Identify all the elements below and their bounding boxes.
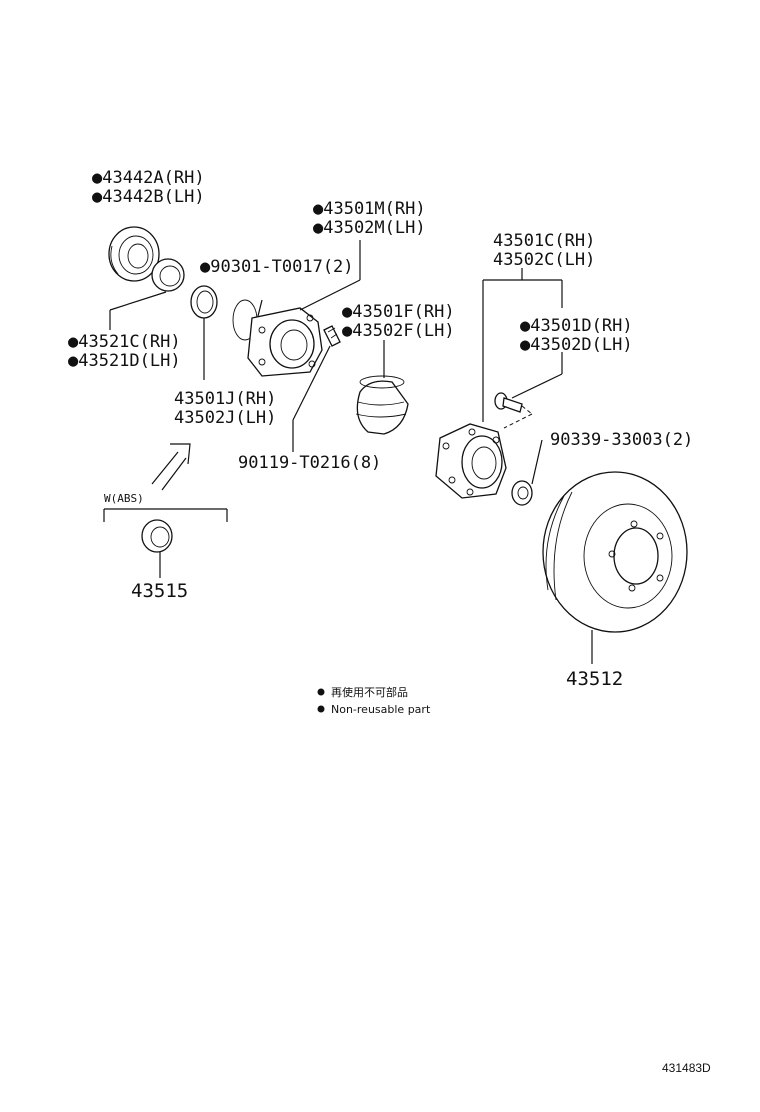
snap-ring-part[interactable] [190,285,218,319]
leader-lines [103,240,593,664]
legend-bullet-icon [317,688,325,696]
label-hub-bearing-rh[interactable]: ●43501M(RH) [313,199,426,219]
nut-part[interactable] [511,480,533,506]
label-bolt[interactable]: 90119-T0216(8) [238,453,381,473]
axle-hub-part[interactable] [435,423,507,499]
inner-seal-part[interactable] [151,258,185,292]
label-cap-rh[interactable]: ●43501F(RH) [342,302,455,322]
label-axle-hub-lh[interactable]: 43502C(LH) [493,250,595,270]
label-hub-bolt-rh[interactable]: ●43501D(RH) [520,316,633,336]
grease-cap-part[interactable] [355,375,409,435]
abs-rotor-part[interactable] [141,519,173,553]
label-hub-bearing-lh[interactable]: ●43502M(LH) [313,218,426,238]
legend: 再使用不可部品 Non-reusable part [317,685,431,716]
bolt-part[interactable] [323,325,341,347]
label-hub-bolt-lh[interactable]: ●43502D(LH) [520,335,633,355]
label-hub-lh[interactable]: 43502J(LH) [174,408,276,428]
legend-bullet-icon [317,705,325,713]
label-inner-seal-lh[interactable]: ●43521D(LH) [68,351,181,371]
label-cap-lh[interactable]: ●43502F(LH) [342,321,455,341]
direction-arrow [151,443,191,491]
label-o-ring[interactable]: ●90301-T0017(2) [200,257,354,277]
label-abs-group: W(ABS) [104,492,144,505]
label-inner-seal-rh[interactable]: ●43521C(RH) [68,332,181,352]
label-seal-lh[interactable]: ●43442B(LH) [92,187,205,207]
disc-rotor-part[interactable] [542,471,688,633]
label-hub-rh[interactable]: 43501J(RH) [174,389,276,409]
label-abs-rotor[interactable]: 43515 [131,580,188,602]
label-seal-rh[interactable]: ●43442A(RH) [92,168,205,188]
label-axle-hub-rh[interactable]: 43501C(RH) [493,231,595,251]
oil-seal-part[interactable] [108,226,160,282]
hub-bolt-part[interactable] [494,392,523,413]
label-disc[interactable]: 43512 [566,668,623,690]
hub-bearing-part[interactable] [247,307,323,377]
label-nut[interactable]: 90339-33003(2) [550,430,693,450]
diagram-code: 431483D [662,1061,711,1075]
legend-jp: 再使用不可部品 [331,685,408,699]
legend-en: Non-reusable part [331,703,431,716]
